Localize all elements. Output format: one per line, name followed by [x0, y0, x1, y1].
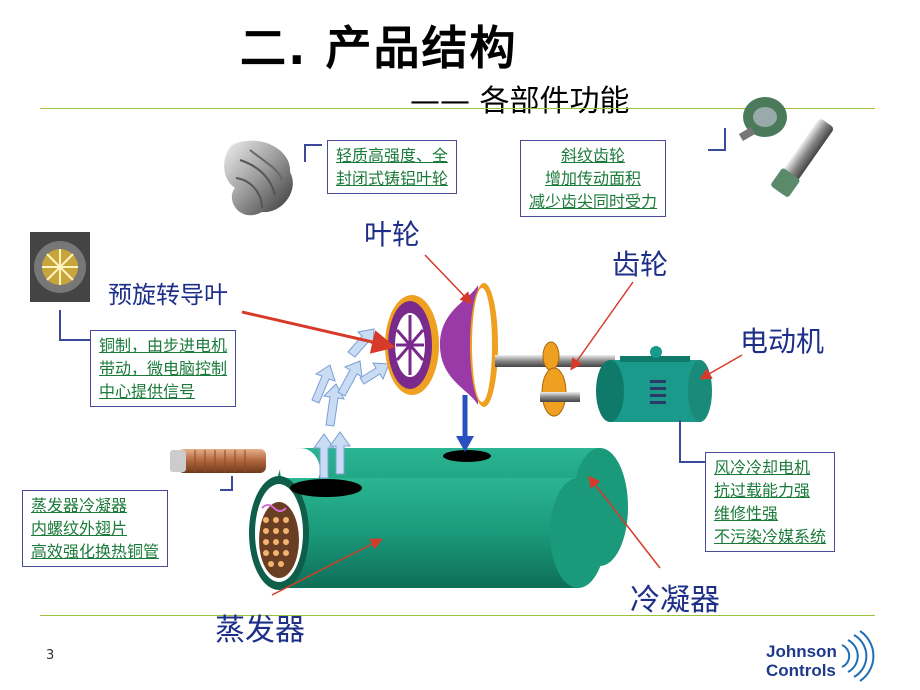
guide-vane-note-line-1: 铜制，由步进电机: [99, 336, 228, 355]
evaporator-vessel: [249, 450, 606, 590]
flow-down-arrow: [456, 395, 474, 452]
label-evaporator: 蒸发器: [215, 613, 305, 648]
page-subtitle: —— 各部件功能: [410, 84, 630, 119]
evaporator-note-line-2: 内螺纹外翅片: [31, 519, 128, 538]
motor-note-line-2: 抗过载能力强: [714, 481, 811, 500]
gear-note-line-3: 减少齿尖同时受力: [529, 192, 658, 211]
company-logo: Johnson Controls: [766, 642, 837, 680]
impeller-photo: [224, 140, 293, 216]
gear-note-line-1: 斜纹齿轮: [561, 146, 626, 165]
page-number: 3: [46, 648, 55, 663]
label-impeller: 叶轮: [364, 218, 421, 251]
guide-vane-photo: [30, 232, 90, 302]
label-pointers: [271, 254, 743, 596]
label-motor: 电动机: [740, 325, 825, 358]
motor-note-line-1: 风冷冷却电机: [714, 458, 811, 477]
guide-vane-red-pointer: [241, 310, 396, 354]
impeller-note: 轻质高强度、全 封闭式铸铝叶轮: [327, 140, 458, 194]
gear-set: [540, 341, 580, 417]
motor-callout-line: [679, 420, 706, 463]
logo-line-1: Johnson: [766, 642, 837, 661]
logo-line-2: Controls: [766, 661, 836, 680]
logo-mark: [841, 630, 875, 682]
gear-note: 斜纹齿轮 增加传动面积 减少齿尖同时受力: [520, 140, 667, 217]
motor-note-line-3: 维修性强: [714, 504, 779, 523]
impeller-callout-line: [304, 144, 322, 162]
bottom-divider: [40, 615, 875, 616]
guide-vane-callout-line: [59, 310, 90, 341]
copper-callout-line: [220, 476, 233, 491]
motor-body: [596, 346, 712, 422]
guide-vane-ring: [385, 295, 439, 395]
label-guide-vane: 预旋转导叶: [108, 281, 228, 309]
gear-note-line-2: 增加传动面积: [545, 169, 642, 188]
guide-vane-note-line-3: 中心提供信号: [99, 382, 196, 401]
motor-note: 风冷冷却电机 抗过载能力强 维修性强 不污染冷媒系统: [705, 452, 836, 552]
top-divider: [40, 108, 875, 109]
label-gear: 齿轮: [612, 248, 669, 281]
gear-photo: [738, 97, 834, 197]
impeller-note-line-2: 封闭式铸铝叶轮: [336, 169, 449, 188]
gas-flow-arrows: [311, 328, 390, 479]
gear-callout-line: [708, 128, 726, 151]
impeller-body: [440, 283, 498, 407]
impeller-note-line-1: 轻质高强度、全: [336, 146, 449, 165]
evaporator-note: 蒸发器冷凝器 内螺纹外翅片 高效强化换热铜管: [22, 490, 169, 567]
copper-tube-photo: [170, 449, 266, 473]
label-condenser: 冷凝器: [630, 583, 720, 618]
page-title: 二. 产品结构: [240, 21, 518, 75]
motor-note-line-4: 不污染冷媒系统: [714, 527, 827, 546]
guide-vane-note: 铜制，由步进电机 带动，微电脑控制 中心提供信号: [90, 330, 237, 407]
guide-vane-note-line-2: 带动，微电脑控制: [99, 359, 228, 378]
evaporator-note-line-1: 蒸发器冷凝器: [31, 496, 128, 515]
evaporator-note-line-3: 高效强化换热铜管: [31, 542, 160, 561]
